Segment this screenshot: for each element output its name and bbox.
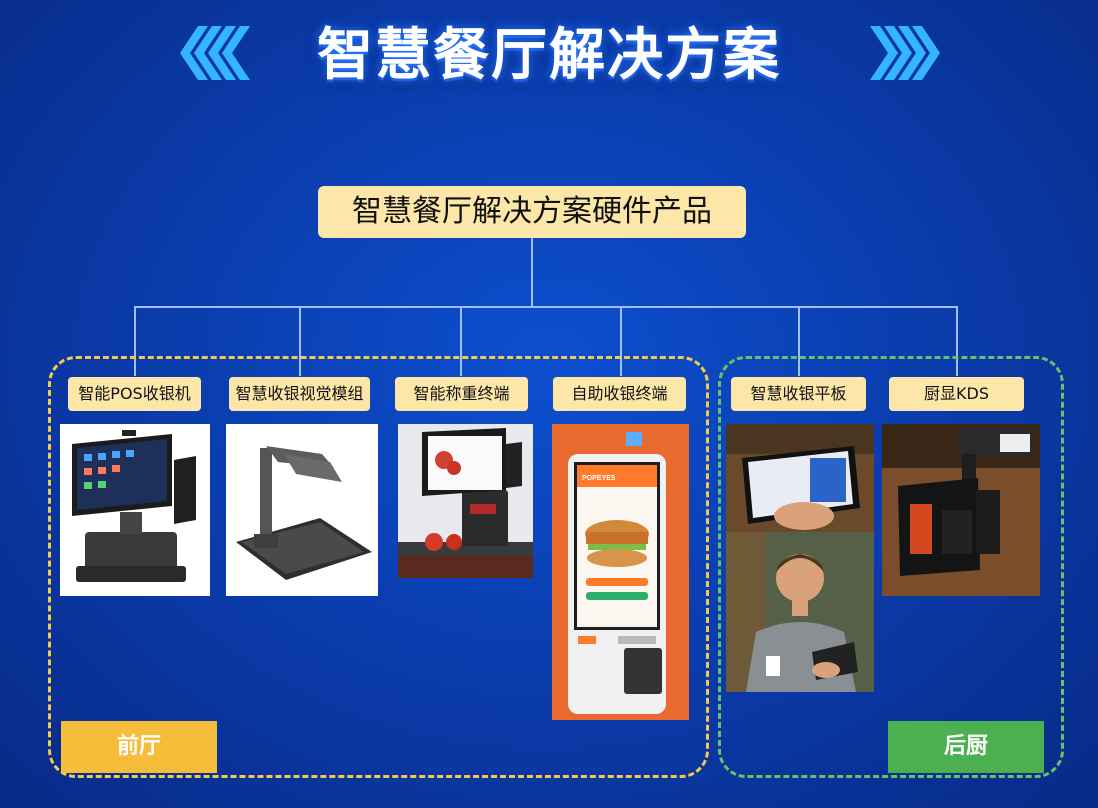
branch-connector-kiosk: [620, 306, 622, 376]
front-hall-frame: [48, 356, 709, 778]
root-node: 智慧餐厅解决方案硬件产品: [318, 186, 746, 238]
page-title: 智慧餐厅解决方案: [317, 23, 781, 88]
branch-connector-weighing: [460, 306, 462, 376]
back-kitchen-tag: 后厨: [888, 721, 1044, 773]
branch-connector-kds: [956, 306, 958, 376]
front-hall-tag: 前厅: [61, 721, 217, 773]
kitchen-display-image: [882, 424, 1040, 596]
cashier-tablet-image: [726, 424, 874, 532]
branch-connector-tablet: [798, 306, 800, 376]
node-weighing-terminal: 智能称重终端: [395, 377, 528, 411]
back-kitchen-frame: [718, 356, 1064, 778]
horizontal-connector: [134, 306, 958, 308]
cashier-tablet-person-image: [726, 532, 874, 692]
node-kitchen-display: 厨显KDS: [889, 377, 1024, 411]
node-pos-terminal: 智能POS收银机: [68, 377, 201, 411]
node-cashier-tablet: 智慧收银平板: [731, 377, 866, 411]
vision-module-image: [226, 424, 378, 596]
right-chevrons-icon: [870, 26, 940, 80]
weighing-terminal-image: [398, 424, 533, 578]
branch-connector-pos: [134, 306, 136, 376]
self-checkout-kiosk-image: POPEYES: [552, 424, 689, 720]
node-self-checkout: 自助收银终端: [553, 377, 686, 411]
branch-connector-vision: [299, 306, 301, 376]
root-connector: [531, 238, 533, 306]
kiosk-brand-text: POPEYES: [582, 475, 616, 482]
left-chevrons-icon: [180, 26, 250, 80]
pos-terminal-image: [60, 424, 210, 596]
node-vision-module: 智慧收银视觉模组: [229, 377, 370, 411]
